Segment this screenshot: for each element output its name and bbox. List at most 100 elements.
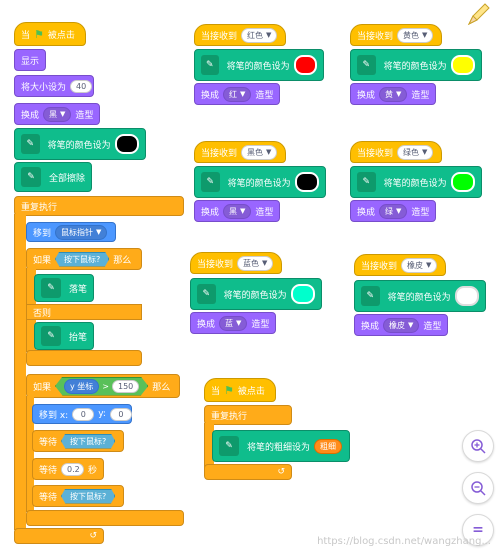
message-dropdown[interactable]: 红色▼ [241, 27, 278, 43]
receive-black-hat[interactable]: 当接收到 黑色▼ [194, 141, 286, 163]
pen-down-block[interactable]: ✎ 落笔 [34, 274, 94, 302]
equals-icon: = [472, 522, 484, 538]
x-input[interactable]: 0 [72, 407, 95, 421]
if-foot [26, 510, 184, 526]
message-dropdown[interactable]: 蓝色▼ [237, 255, 274, 271]
zoom-in-button[interactable] [462, 430, 494, 462]
receive-yellow-hat[interactable]: 当接收到 黄色▼ [350, 24, 442, 46]
wait-until-block-2[interactable]: 等待 按下鼠标? [32, 485, 124, 507]
pen-color-swatch[interactable] [290, 284, 315, 304]
loop-arrow-icon: ↺ [277, 467, 285, 477]
pen-icon: ✎ [21, 134, 40, 154]
switch-costume-blue-block[interactable]: 换成 蓝▼ 造型 [190, 312, 276, 334]
costume-dropdown[interactable]: 绿▼ [379, 203, 408, 219]
set-pen-color-yellow-block[interactable]: ✎ 将笔的颜色设为 [350, 49, 482, 81]
pen-up-block[interactable]: ✎ 抬笔 [34, 322, 94, 350]
set-size-block[interactable]: 将大小设为 40 [14, 75, 94, 97]
size-input[interactable]: 40 [70, 79, 93, 93]
forever-arm [204, 423, 214, 469]
set-pen-size-block[interactable]: ✎ 将笔的粗细设为 粗细 [212, 430, 350, 462]
costume-dropdown[interactable]: 黄▼ [379, 86, 408, 102]
chevron-down-icon: ▼ [240, 90, 246, 98]
message-dropdown[interactable]: 黄色▼ [397, 27, 434, 43]
pen-icon: ✎ [197, 284, 216, 304]
receive-red-hat[interactable]: 当接收到 红色▼ [194, 24, 286, 46]
go-to-dropdown[interactable]: 鼠标指针▼ [55, 224, 108, 240]
costume-dropdown[interactable]: 黑▼ [43, 106, 72, 122]
forever-block[interactable]: 重复执行 [14, 196, 184, 216]
wait-until-block[interactable]: 等待 按下鼠标? [32, 430, 124, 452]
erase-all-block[interactable]: ✎ 全部擦除 [14, 162, 92, 192]
show-block[interactable]: 显示 [14, 49, 46, 71]
receive-green-hat[interactable]: 当接收到 绿色▼ [350, 141, 442, 163]
pen-icon: ✎ [201, 172, 220, 192]
zoom-reset-button[interactable]: = [462, 514, 494, 546]
pen-color-swatch[interactable] [293, 55, 317, 75]
switch-costume-red-block[interactable]: 换成 红▼ 造型 [194, 83, 280, 105]
zoom-in-icon [471, 439, 486, 454]
chevron-down-icon: ▼ [422, 148, 428, 156]
costume-dropdown[interactable]: 红▼ [223, 86, 252, 102]
greater-than-operator[interactable]: y 坐标 > 150 [55, 376, 149, 396]
forever-block-2[interactable]: 重复执行 [204, 405, 292, 425]
switch-costume-black-block[interactable]: 换成 黑▼ 造型 [194, 200, 280, 222]
if-block[interactable]: 如果 y 坐标 > 150 那么 [26, 374, 180, 398]
receive-eraser-hat[interactable]: 当接收到 橡皮▼ [354, 254, 446, 276]
switch-costume-green-block[interactable]: 换成 绿▼ 造型 [350, 200, 436, 222]
costume-dropdown[interactable]: 橡皮▼ [383, 317, 420, 333]
mouse-down-condition[interactable]: 按下鼠标? [55, 251, 110, 267]
green-flag-icon: ⚑ [34, 27, 44, 41]
when-flag-clicked-hat-2[interactable]: 当⚑被点击 [204, 378, 276, 402]
pen-color-swatch[interactable] [454, 286, 479, 306]
pen-color-swatch[interactable] [450, 55, 475, 75]
pen-color-swatch[interactable] [294, 172, 319, 192]
chevron-down-icon: ▼ [408, 321, 414, 329]
y-position-reporter[interactable]: y 坐标 [64, 378, 100, 394]
costume-dropdown[interactable]: 黑▼ [223, 203, 252, 219]
switch-costume-eraser-block[interactable]: 换成 橡皮▼ 造型 [354, 314, 448, 336]
when-flag-clicked-hat[interactable]: 当⚑被点击 [14, 22, 86, 46]
message-dropdown[interactable]: 绿色▼ [397, 144, 434, 160]
pen-icon: ✎ [201, 55, 219, 75]
receive-blue-hat[interactable]: 当接收到 蓝色▼ [190, 252, 282, 274]
switch-costume-block[interactable]: 换成 黑▼ 造型 [14, 103, 100, 125]
switch-costume-yellow-block[interactable]: 换成 黄▼ 造型 [350, 83, 436, 105]
y-threshold-input[interactable]: 150 [112, 379, 140, 393]
chevron-down-icon: ▼ [262, 259, 268, 267]
wait-seconds-block[interactable]: 等待 0.2 秒 [32, 458, 104, 480]
pen-icon: ✎ [219, 436, 239, 456]
set-pen-color-eraser-block[interactable]: ✎ 将笔的颜色设为 [354, 280, 486, 312]
set-pen-color-red-block[interactable]: ✎ 将笔的颜色设为 [194, 49, 324, 81]
mouse-down-condition[interactable]: 按下鼠标? [61, 433, 116, 449]
if-else-block[interactable]: 如果 按下鼠标? 那么 [26, 248, 142, 270]
pen-icon: ✎ [361, 286, 380, 306]
pen-icon: ✎ [357, 55, 376, 75]
zoom-out-button[interactable] [462, 472, 494, 504]
set-pen-color-block[interactable]: ✎ 将笔的颜色设为 [14, 128, 146, 160]
costume-dropdown[interactable]: 蓝▼ [219, 315, 248, 331]
message-dropdown[interactable]: 橡皮▼ [401, 257, 438, 273]
if-arm [26, 396, 34, 512]
chevron-down-icon: ▼ [240, 207, 246, 215]
wait-seconds-input[interactable]: 0.2 [61, 462, 84, 476]
pen-icon: ✎ [357, 172, 376, 192]
chevron-down-icon: ▼ [396, 207, 402, 215]
zoom-out-icon [471, 481, 486, 496]
pen-color-swatch[interactable] [450, 172, 475, 192]
chevron-down-icon: ▼ [60, 110, 66, 118]
pen-color-swatch[interactable] [114, 134, 139, 154]
set-pen-color-black-block[interactable]: ✎ 将笔的颜色设为 [194, 166, 326, 198]
chevron-down-icon: ▼ [266, 31, 272, 39]
go-to-xy-block[interactable]: 移到 x: 0 y: 0 [32, 404, 132, 424]
set-pen-color-green-block[interactable]: ✎ 将笔的颜色设为 [350, 166, 482, 198]
size-variable-reporter[interactable]: 粗细 [314, 438, 343, 454]
pen-icon: ✎ [21, 167, 41, 187]
mouse-down-condition[interactable]: 按下鼠标? [61, 488, 116, 504]
pen-icon: ✎ [41, 326, 61, 346]
go-to-block[interactable]: 移到 鼠标指针▼ [26, 222, 116, 242]
chevron-down-icon: ▼ [396, 90, 402, 98]
set-pen-color-blue-block[interactable]: ✎ 将笔的颜色设为 [190, 278, 322, 310]
y-input[interactable]: 0 [109, 407, 132, 421]
message-dropdown[interactable]: 黑色▼ [241, 144, 278, 160]
chevron-down-icon: ▼ [96, 228, 102, 236]
